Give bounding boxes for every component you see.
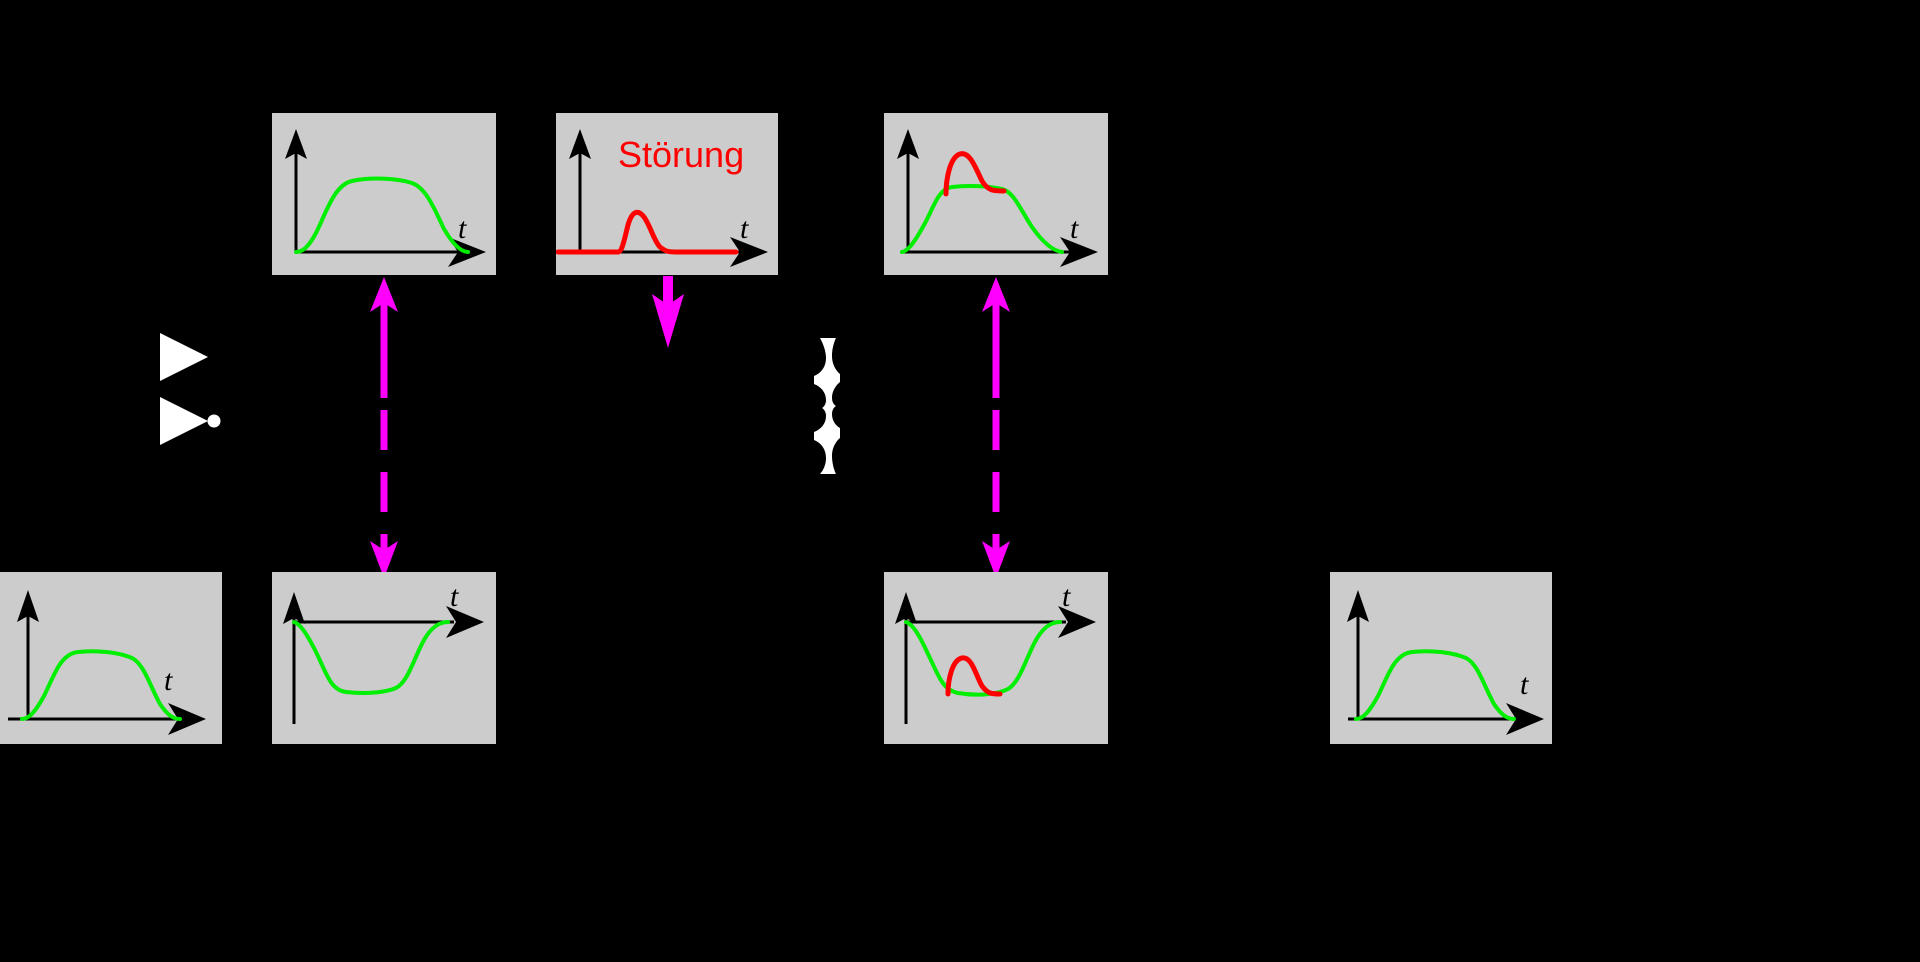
axes (283, 592, 484, 724)
axis-label-t: t (1520, 668, 1529, 701)
chart-panel-bottom-far-right: t (1330, 572, 1552, 744)
chart-panel-top-left: t (272, 113, 496, 275)
axis-label-t: t (450, 580, 459, 613)
arrow-up-right-pair (982, 277, 1010, 398)
series-stoerung-impuls (945, 655, 1003, 697)
axis-label-t: t (1070, 212, 1079, 245)
curly-brace-glyph (806, 338, 852, 474)
chart-panel-top-right: t (884, 113, 1108, 275)
axis-label-t: t (164, 664, 173, 697)
chart-panel-bottom-far-left: t (0, 572, 222, 744)
axes (1347, 590, 1544, 735)
series-invertierter-verlauf (904, 620, 1062, 697)
series-soll-verlauf (1354, 649, 1516, 721)
axes (895, 592, 1096, 724)
amplifier-triangle (160, 333, 212, 381)
axis-label-t: t (1062, 580, 1071, 613)
arrow-down-disturbance (652, 276, 684, 348)
inverter-triangle-with-bubble (160, 397, 230, 445)
series-invertierter-verlauf (292, 620, 450, 695)
arrow-down-right-pair (982, 410, 1010, 578)
arrow-down-left-pair (370, 410, 398, 578)
arrow-up-left-pair (370, 277, 398, 398)
series-stoerung-aufschlag (943, 151, 1007, 197)
axis-label-t: t (740, 212, 749, 245)
disturbance-label: Störung (618, 134, 744, 175)
axes (8, 590, 206, 735)
chart-panel-disturbance: t Störung (556, 113, 778, 275)
series-soll-verlauf (20, 649, 182, 721)
chart-panel-bottom-mid-left: t (272, 572, 496, 744)
axis-label-t: t (458, 212, 467, 245)
series-ist-verlauf (900, 183, 1064, 254)
axes (897, 129, 1098, 267)
chart-panel-bottom-mid-right: t (884, 572, 1108, 744)
series-stoerung-impuls (556, 209, 739, 255)
series-soll-verlauf (294, 176, 470, 254)
